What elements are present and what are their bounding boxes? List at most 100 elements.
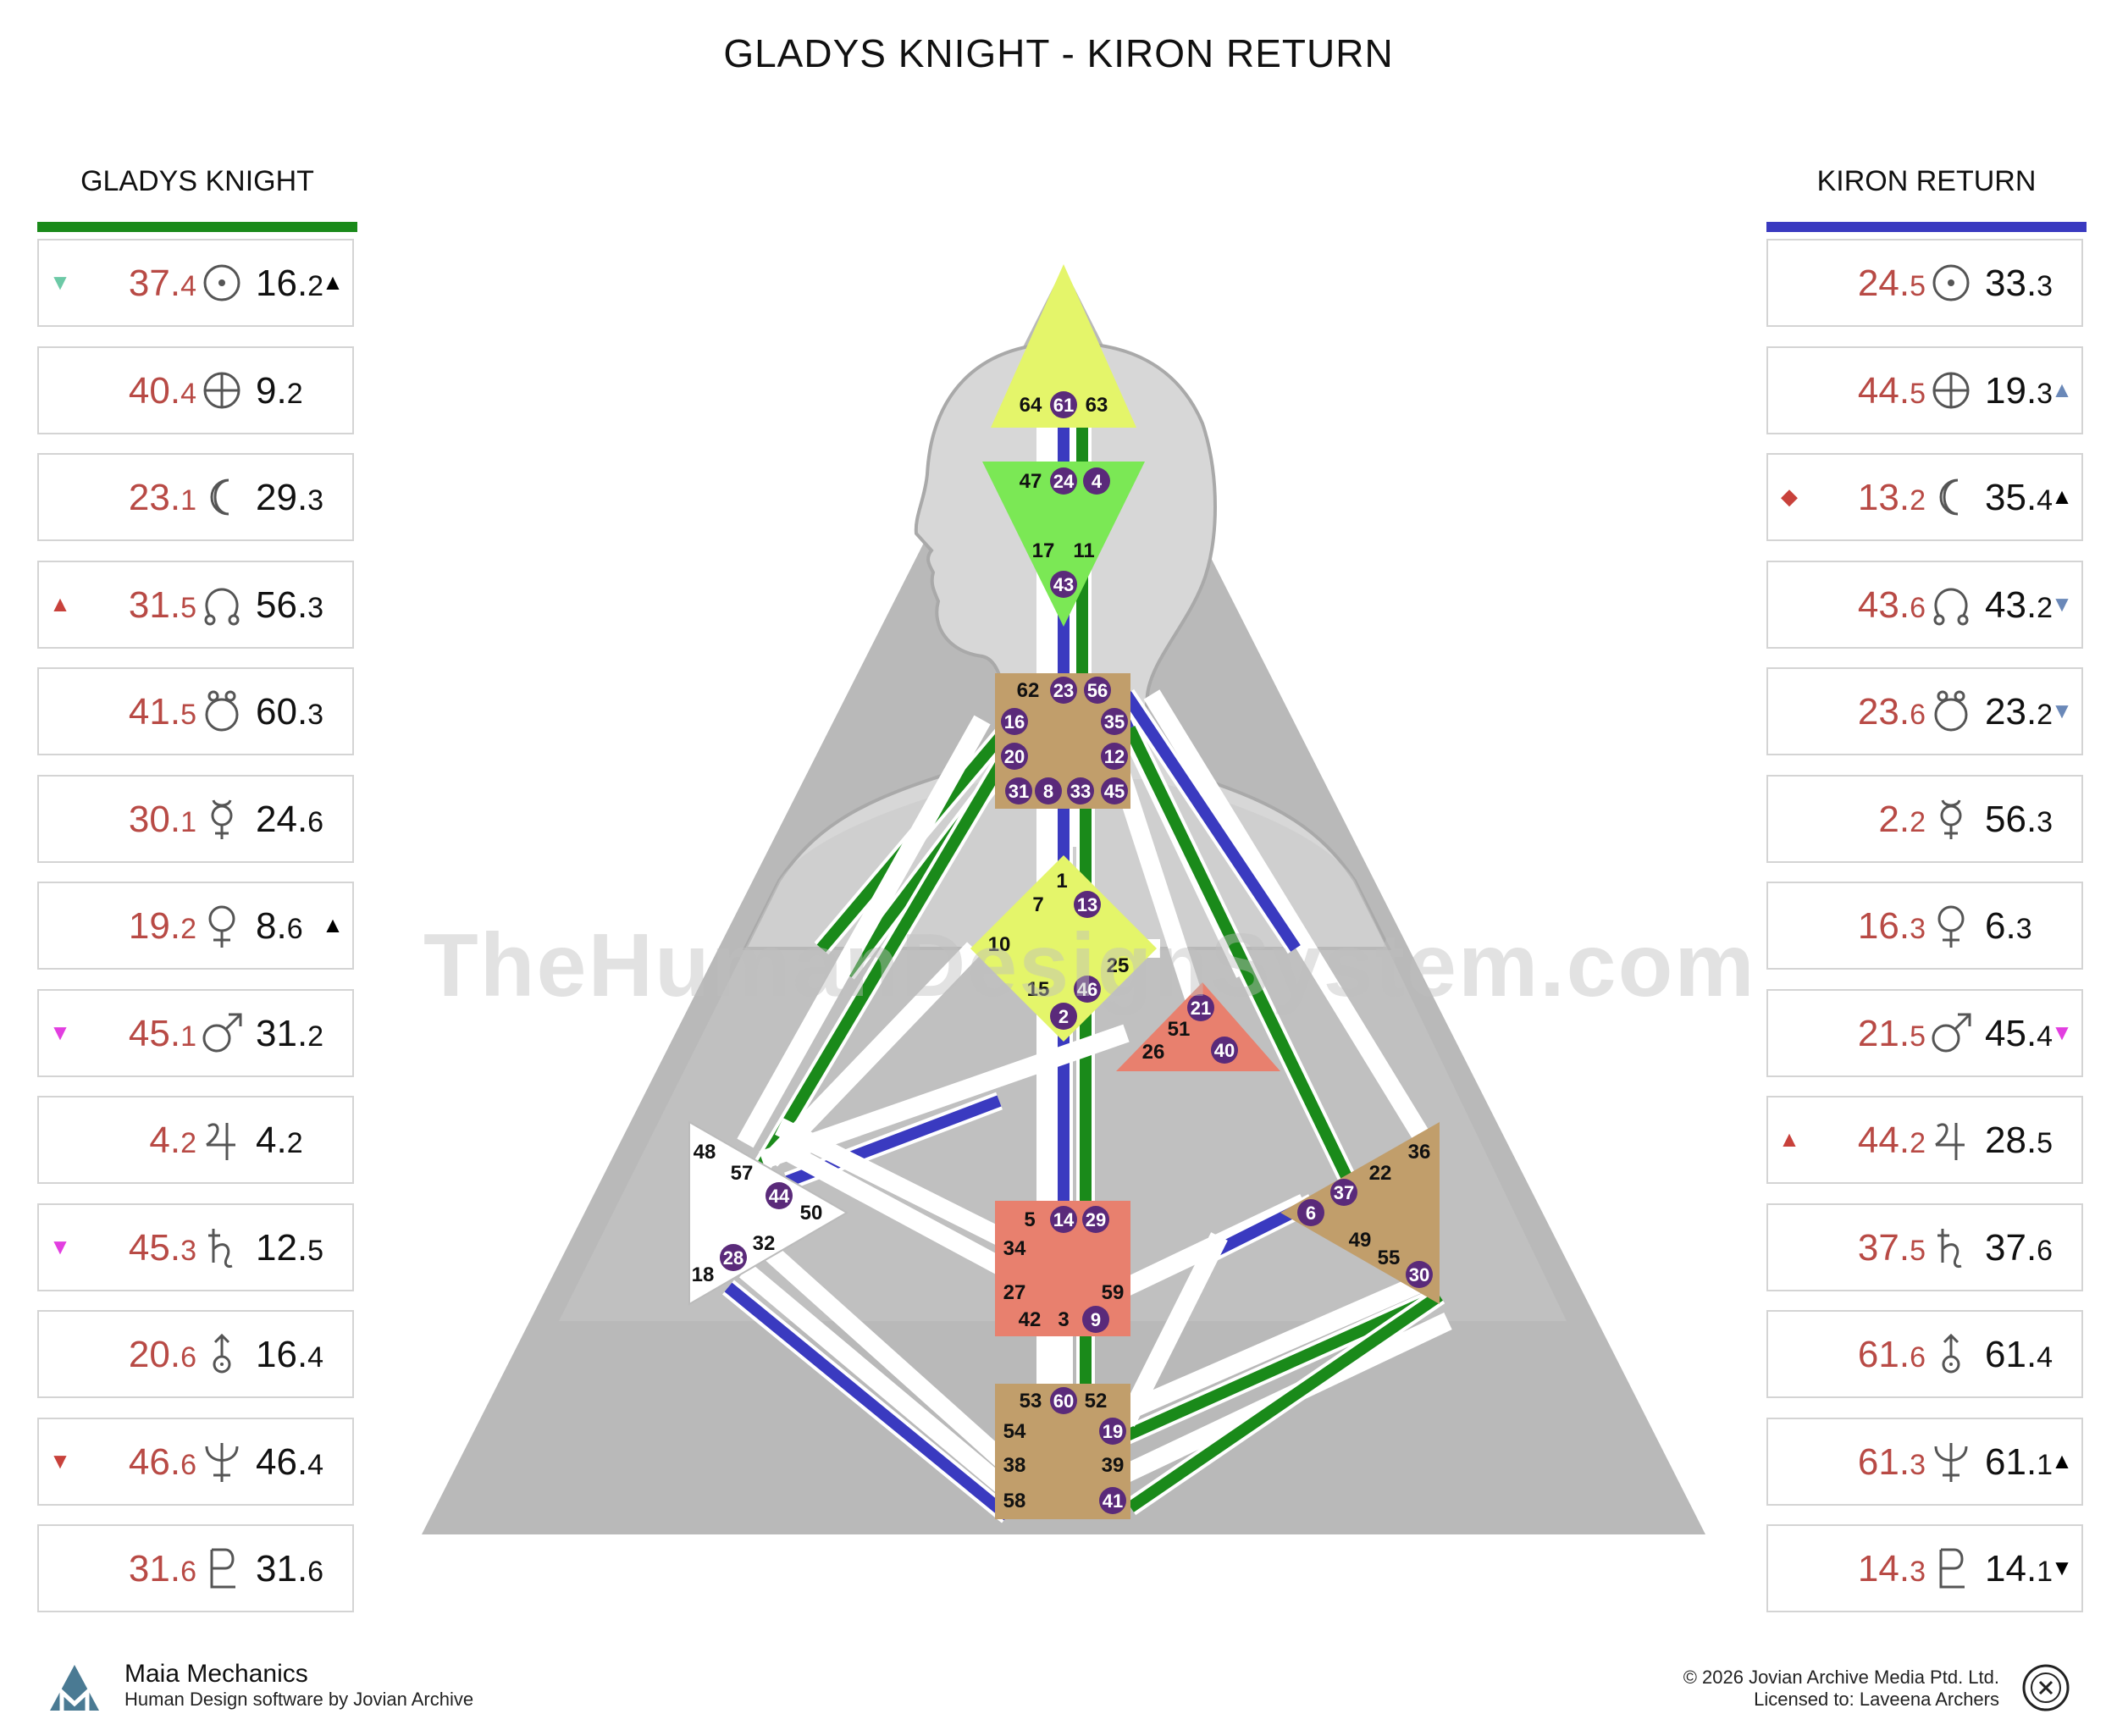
- right-right-marker-icon: ▲: [2051, 484, 2073, 509]
- right-row-venus: 16.3 6.3: [1766, 882, 2083, 970]
- left-left-activation: 23.1: [128, 477, 196, 518]
- right-column-title: KIRON RETURN: [1816, 165, 2037, 197]
- gate-label-18: 18: [692, 1263, 715, 1286]
- gate-label-51: 51: [1168, 1018, 1191, 1041]
- gate-marker-21: [1187, 994, 1214, 1021]
- left-left-activation: 19.2: [128, 905, 196, 947]
- right-left-activation: 37.5: [1857, 1226, 1926, 1269]
- channel-base: [1143, 689, 1440, 1157]
- left-left-activation: 20.6: [128, 1334, 196, 1375]
- sun-icon: [1927, 259, 1975, 307]
- gate-label-61: 61: [1053, 395, 1074, 416]
- channel-base: [775, 1118, 1003, 1245]
- channel-activation: [1124, 725, 1361, 1197]
- gate-label-45: 45: [1104, 781, 1125, 802]
- gate-label-11: 11: [1073, 539, 1094, 562]
- gate-label-14: 14: [1053, 1209, 1075, 1230]
- gate-label-53: 53: [1020, 1390, 1042, 1413]
- right-right-activation: 19.3: [1985, 369, 2053, 412]
- gate-label-32: 32: [753, 1232, 776, 1255]
- left-right-activation: 16.2: [256, 263, 324, 304]
- right-right-activation: 6.3: [1985, 905, 2032, 947]
- mars-icon: [198, 1009, 246, 1057]
- footer-brand-subtitle: Human Design software by Jovian Archive: [124, 1689, 474, 1710]
- right-right-activation: 61.1: [1985, 1440, 2053, 1483]
- left-left-activation: 45.1: [128, 1012, 196, 1054]
- mercury-icon: [1927, 795, 1975, 843]
- gate-label-1: 1: [1056, 870, 1067, 893]
- gate-marker-8: [1035, 777, 1062, 804]
- gate-label-34: 34: [1003, 1237, 1026, 1260]
- pluto-icon: [1927, 1545, 1975, 1592]
- gate-label-39: 39: [1102, 1454, 1125, 1477]
- channel-activation: [739, 742, 1018, 1197]
- right-right-activation: 37.6: [1985, 1226, 2053, 1269]
- gate-marker-28: [720, 1244, 747, 1271]
- right-right-marker-icon: ▼: [2051, 590, 2073, 616]
- south-node-icon: [198, 688, 246, 735]
- left-column-bar: [37, 222, 357, 232]
- right-left-activation: 61.6: [1857, 1334, 1926, 1375]
- right-left-activation: 14.3: [1857, 1548, 1926, 1589]
- footer-licensed: Licensed to: Laveena Archers: [1754, 1689, 1999, 1710]
- gate-marker-16: [1001, 708, 1028, 735]
- right-right-activation: 45.4: [1985, 1012, 2053, 1054]
- solar-plexus-center: [1280, 1122, 1440, 1304]
- north-node-icon: [1927, 581, 1975, 628]
- gate-label-30: 30: [1409, 1264, 1429, 1285]
- right-right-activation: 56.3: [1985, 798, 2053, 840]
- gate-label-50: 50: [800, 1202, 823, 1225]
- channel-base: [1118, 1232, 1228, 1427]
- gate-label-31: 31: [1009, 781, 1029, 802]
- saturn-icon: [1927, 1224, 1975, 1271]
- gate-label-25: 25: [1107, 954, 1130, 977]
- gate-label-28: 28: [723, 1247, 743, 1269]
- pluto-icon: [198, 1545, 246, 1592]
- gate-label-59: 59: [1102, 1281, 1125, 1304]
- uranus-icon: [1927, 1330, 1975, 1378]
- venus-icon: [1927, 902, 1975, 949]
- left-right-activation: 24.6: [256, 798, 324, 840]
- channel-base: [737, 715, 991, 1148]
- gate-label-10: 10: [988, 933, 1011, 956]
- right-left-activation: 24.5: [1857, 263, 1926, 304]
- gate-label-22: 22: [1369, 1162, 1392, 1185]
- earth-icon: [1927, 367, 1975, 414]
- gate-label-17: 17: [1032, 539, 1055, 562]
- gate-label-41: 41: [1103, 1490, 1123, 1512]
- right-left-activation: 2.2: [1878, 798, 1926, 840]
- g-center: [970, 855, 1157, 1042]
- mercury-icon: [198, 795, 246, 843]
- gate-label-21: 21: [1191, 998, 1211, 1019]
- footer-brand-title: Maia Mechanics: [124, 1660, 308, 1688]
- gate-label-15: 15: [1027, 978, 1050, 1001]
- right-left-marker-icon: ◆: [1781, 484, 1798, 509]
- gate-marker-45: [1101, 777, 1128, 804]
- gate-label-64: 64: [1020, 394, 1042, 417]
- gate-marker-40: [1211, 1037, 1238, 1064]
- gate-marker-29: [1082, 1206, 1109, 1233]
- left-left-marker-icon: ▼: [49, 269, 71, 295]
- head-center: [991, 264, 1136, 428]
- gate-marker-23: [1050, 677, 1077, 704]
- gate-marker-41: [1099, 1487, 1126, 1514]
- right-left-activation: 16.3: [1857, 905, 1926, 947]
- watermark: TheHumanDesignSystem.com: [423, 915, 1756, 1015]
- ego-center: [1116, 982, 1280, 1071]
- gate-marker-44: [766, 1182, 793, 1209]
- left-left-activation: 37.4: [128, 263, 196, 304]
- right-left-activation: 44.2: [1857, 1120, 1926, 1161]
